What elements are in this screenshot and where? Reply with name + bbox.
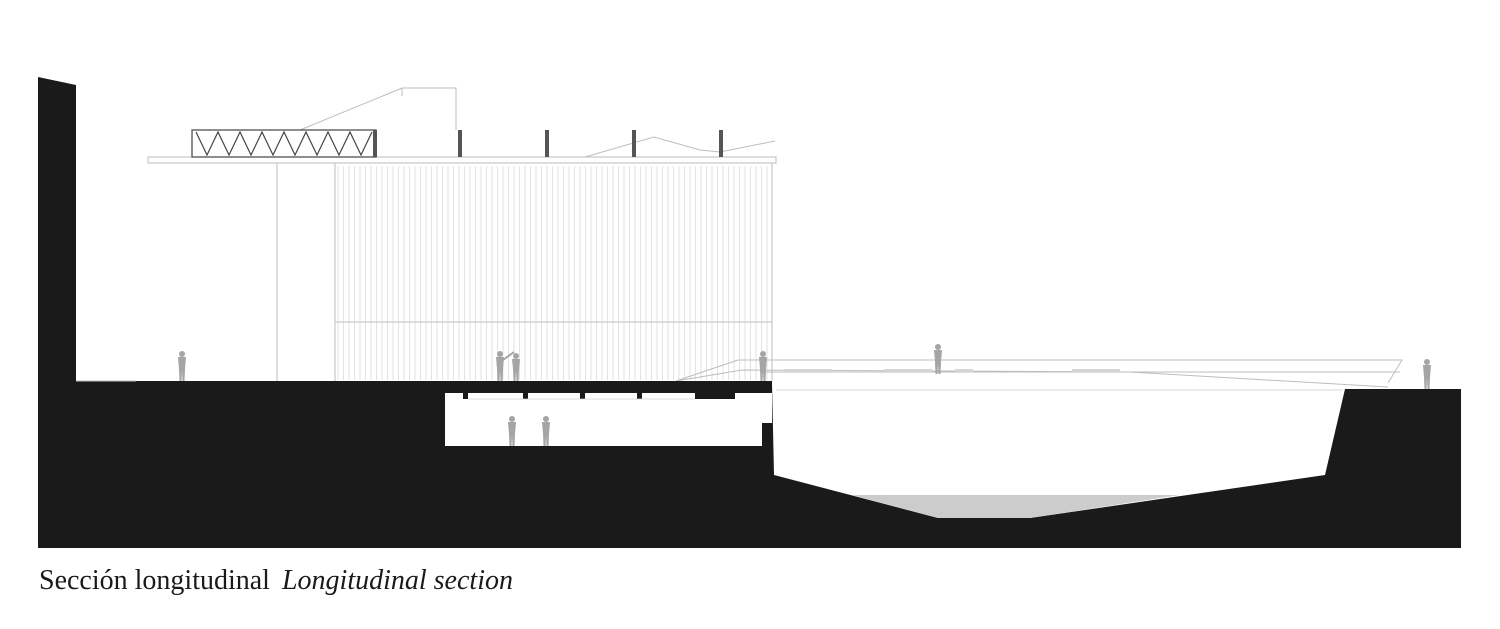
scale-figures [178,344,1431,446]
ground-mass [38,77,1461,548]
person-figure [1423,359,1431,389]
drawing-caption: Sección longitudinal Longitudinal section [39,561,513,601]
basement-void [445,390,772,446]
water-basin [852,495,1180,518]
facade-louvres [337,166,768,380]
person-figure [934,344,942,374]
roof-ridge [584,136,776,158]
plaza-void [776,389,1343,518]
plaza-canopy [675,359,1403,388]
caption-english: Longitudinal section [281,565,513,596]
canopy-benches [784,369,1120,372]
roof-monitor [299,87,457,131]
person-figure [496,351,504,381]
person-figure [178,351,186,381]
roof-truss [191,129,377,158]
person-figure [512,353,520,381]
section-cut [38,77,1461,548]
person-figure [508,416,516,446]
caption-spanish: Sección longitudinal [39,565,270,596]
person-figure [542,416,550,446]
roof-slab [147,156,777,164]
person-figure [759,351,767,381]
roof-posts [373,130,723,157]
